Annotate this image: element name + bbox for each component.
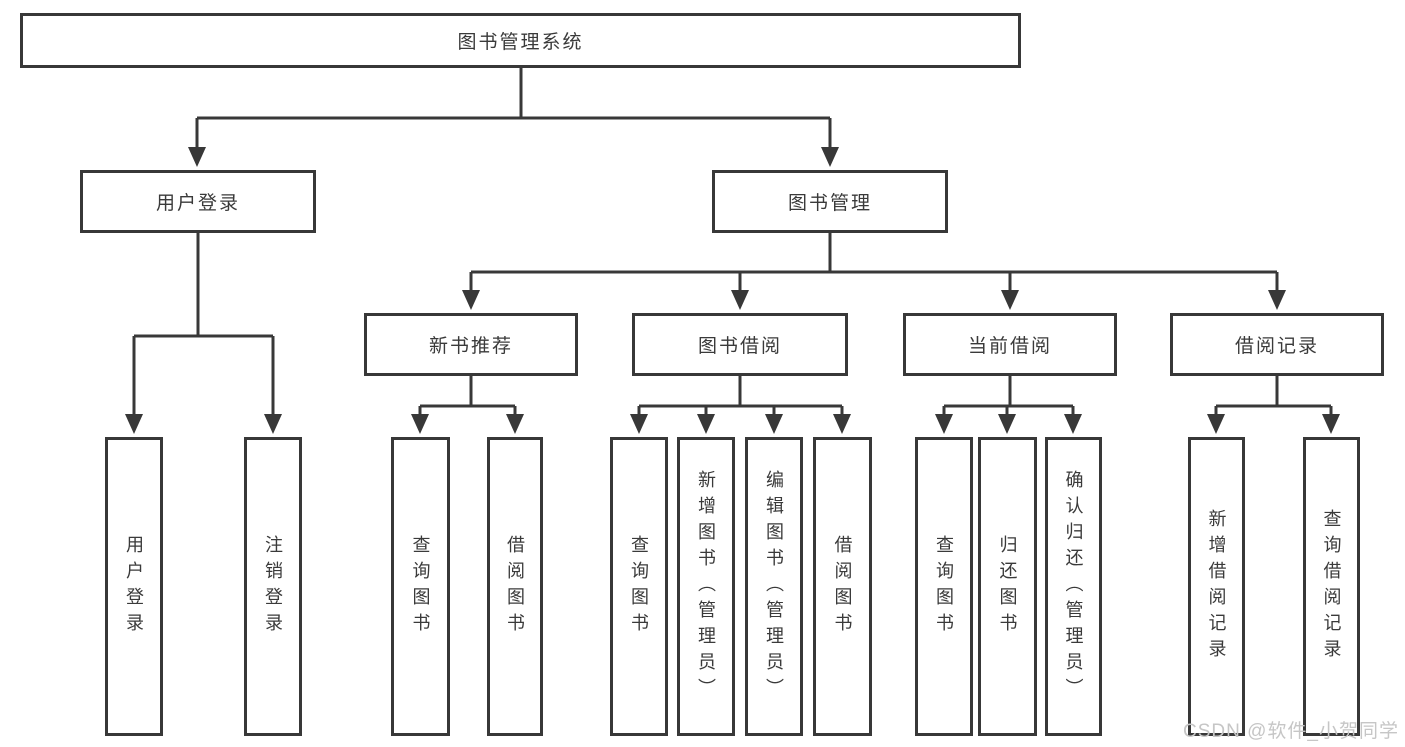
leaf-bb-borrow-books: 借阅图书 xyxy=(813,437,872,736)
leaf-logout-login: 注销登录 xyxy=(244,437,302,736)
node-borrow-records: 借阅记录 xyxy=(1170,313,1384,376)
leaf-bb-query-books: 查询图书 xyxy=(610,437,668,736)
node-new-book-recommend: 新书推荐 xyxy=(364,313,578,376)
csdn-watermark: CSDN @软件_小贺同学 xyxy=(1183,721,1399,742)
leaf-nb-borrow-books: 借阅图书 xyxy=(487,437,543,736)
leaf-user-login: 用户登录 xyxy=(105,437,163,736)
leaf-br-add-record: 新增借阅记录 xyxy=(1188,437,1245,736)
node-book-management: 图书管理 xyxy=(712,170,948,233)
node-book-borrow: 图书借阅 xyxy=(632,313,848,376)
node-root: 图书管理系统 xyxy=(20,13,1021,68)
leaf-cb-query-books: 查询图书 xyxy=(915,437,973,736)
tree-edges xyxy=(132,68,1333,418)
leaf-br-query-record: 查询借阅记录 xyxy=(1303,437,1360,736)
node-user-login: 用户登录 xyxy=(80,170,316,233)
leaf-bb-add-books-admin: 新增图书（管理员） xyxy=(677,437,735,736)
leaf-nb-query-books: 查询图书 xyxy=(391,437,450,736)
leaf-bb-edit-books-admin: 编辑图书（管理员） xyxy=(745,437,803,736)
leaf-cb-return-books: 归还图书 xyxy=(978,437,1037,736)
leaf-cb-confirm-return-admin: 确认归还（管理员） xyxy=(1045,437,1102,736)
node-current-borrow: 当前借阅 xyxy=(903,313,1117,376)
arrowheads xyxy=(125,147,1340,434)
